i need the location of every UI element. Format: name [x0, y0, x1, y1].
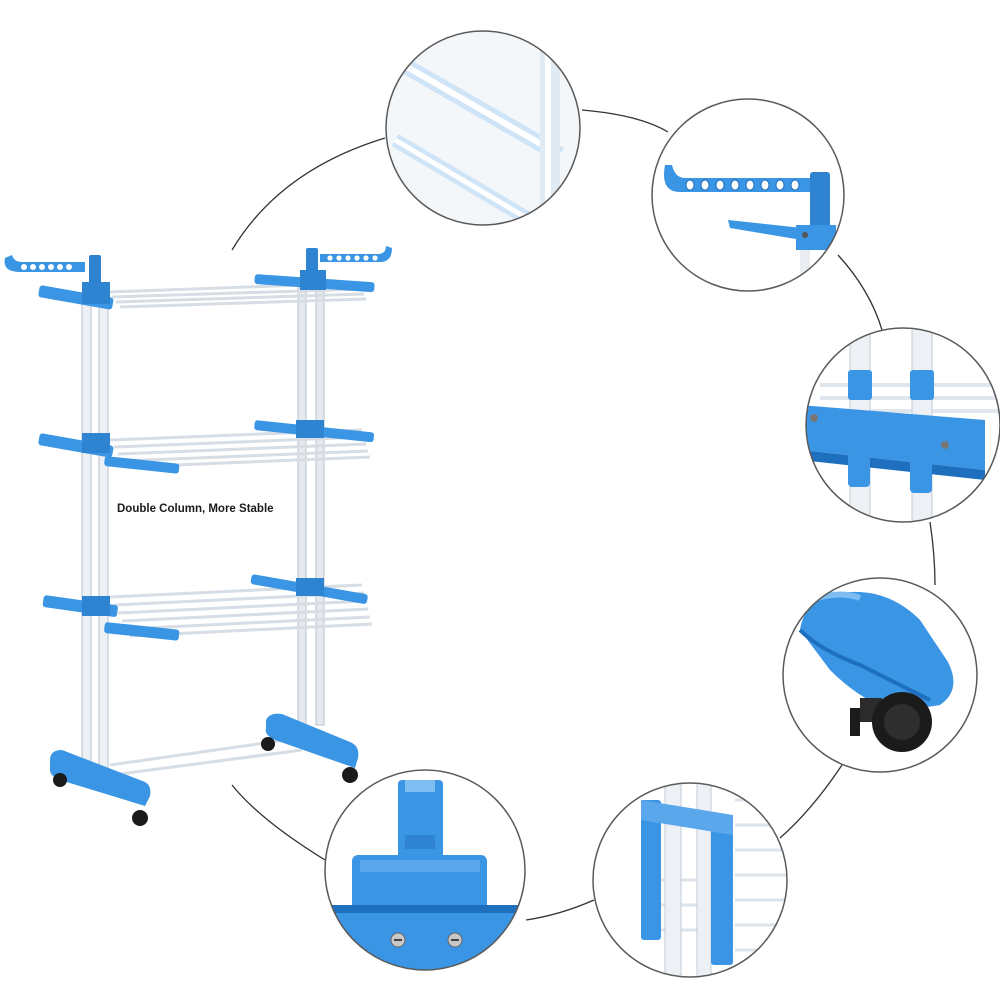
detail-side-clip-closeup [593, 783, 787, 977]
detail-ring [324, 769, 526, 971]
connector-arc [581, 109, 669, 133]
detail-ring [782, 577, 978, 773]
shelf-middle [38, 420, 375, 474]
connector-arc [231, 784, 326, 861]
detail-base-bracket-closeup [325, 770, 525, 970]
detail-ring [385, 30, 581, 226]
detail-tube-closeup [386, 31, 580, 225]
detail-ring [805, 327, 1000, 523]
connector-arc [929, 521, 936, 586]
detail-hanger-wing-closeup [652, 99, 844, 291]
connector-arc [837, 254, 883, 331]
rack-feet [50, 713, 359, 826]
shelf-lower [42, 574, 373, 641]
detail-ring [592, 782, 788, 978]
connector-arc [779, 764, 843, 839]
connector-arc [525, 899, 595, 921]
detail-column-joint-closeup [806, 328, 1000, 522]
feature-caption: Double Column, More Stable [117, 503, 274, 515]
connector-arc [231, 137, 386, 251]
shelf-top [4, 246, 392, 310]
detail-foot-caster-closeup [783, 578, 977, 772]
drying-rack [4, 246, 392, 826]
detail-ring [651, 98, 845, 292]
